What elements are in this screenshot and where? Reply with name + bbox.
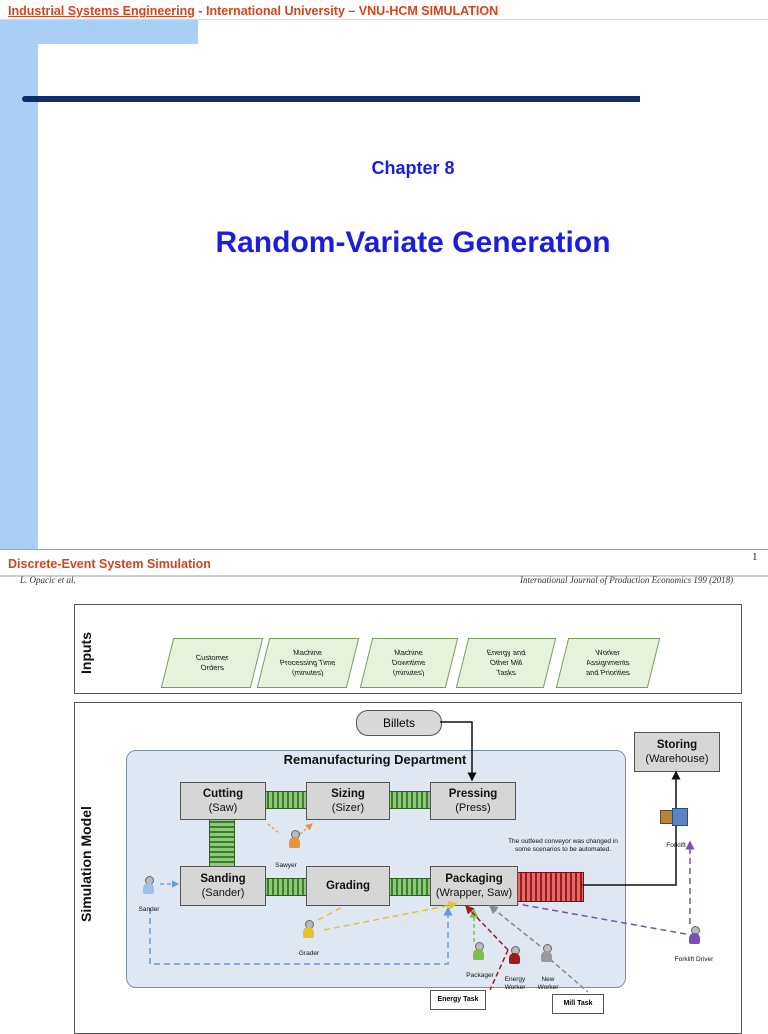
conveyor-grading-packaging xyxy=(388,878,430,896)
department-title: Remanufacturing Department xyxy=(283,752,467,767)
sander-loop xyxy=(149,906,453,965)
conveyor-sanding-grading xyxy=(264,878,306,896)
station-cutting: Cutting(Saw) xyxy=(180,782,266,820)
conveyor-cutting-sanding xyxy=(209,818,235,866)
forklift-driver-arrows xyxy=(517,842,690,935)
sander-icon xyxy=(142,876,154,894)
citation-authors: L. Opacic et al. xyxy=(20,575,76,585)
material-flow xyxy=(440,721,681,886)
header-divider xyxy=(0,19,768,20)
forklift-label: Forklift xyxy=(666,842,686,849)
energy-worker-label: Energy Worker xyxy=(504,976,526,991)
slide-footer: Discrete-Event System Simulation xyxy=(8,557,211,571)
grader-icon xyxy=(302,920,314,938)
energy-worker-arrows xyxy=(466,906,509,991)
station-sanding: Sanding(Sander) xyxy=(180,866,266,906)
mill-task-box: Mill Task xyxy=(552,994,604,1014)
grader-label: Grader xyxy=(298,950,320,957)
page-number: 1 xyxy=(752,551,758,563)
station-storing: Storing(Warehouse) xyxy=(634,732,720,772)
conveyor-outfeed xyxy=(516,872,584,902)
sawyer-icon xyxy=(288,830,300,848)
grader-arrows xyxy=(317,904,456,931)
energy-worker-icon xyxy=(508,946,520,964)
slide-title: Random-Variate Generation xyxy=(215,226,611,259)
packager-icon xyxy=(472,942,484,960)
slide-corner-curve xyxy=(38,44,198,104)
title-bar xyxy=(22,96,640,102)
slide-header: Industrial Systems Engineering - Interna… xyxy=(8,4,499,18)
conveyor-pressing-sizing xyxy=(388,791,430,809)
slide-top-accent xyxy=(38,20,198,44)
new-worker-label: New Worker xyxy=(537,976,559,991)
footer-divider xyxy=(0,549,768,550)
forklift-icon xyxy=(660,806,688,828)
chapter-label: Chapter 8 xyxy=(371,158,455,178)
slide-left-accent xyxy=(0,20,38,550)
sawyer-arrows xyxy=(267,824,312,835)
station-grading: Grading xyxy=(306,866,390,906)
forklift-driver-icon xyxy=(688,926,700,944)
conveyor-sizing-cutting xyxy=(264,791,306,809)
billets-node: Billets xyxy=(356,710,442,736)
station-pressing: Pressing(Press) xyxy=(430,782,516,820)
new-worker-icon xyxy=(540,944,552,962)
station-sizing: Sizing(Sizer) xyxy=(306,782,390,820)
citation-journal: International Journal of Production Econ… xyxy=(520,575,734,585)
forklift-driver-label: Forklift Driver xyxy=(674,956,714,963)
energy-task-box: Energy Task xyxy=(430,990,486,1010)
slide-separator xyxy=(0,575,768,577)
outfeed-note: The outfeed conveyor was changed in some… xyxy=(508,838,618,853)
sander-label: Sander xyxy=(138,906,160,913)
sawyer-label: Sawyer xyxy=(275,862,297,869)
packager-label: Packager xyxy=(466,972,494,979)
